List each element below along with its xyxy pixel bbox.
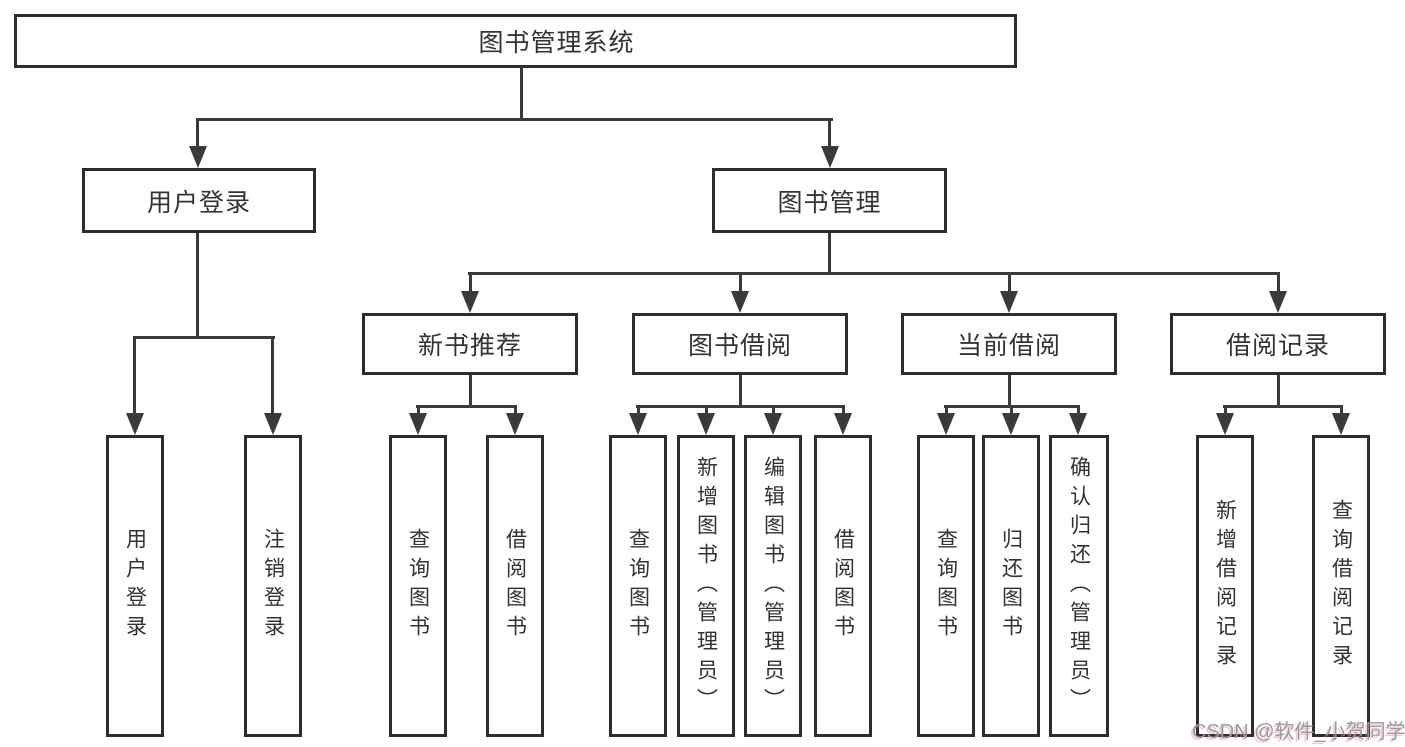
connector-level3-rail	[468, 272, 1280, 275]
connector-stem	[1277, 375, 1280, 405]
connector-drop	[514, 405, 517, 415]
connector-drop	[705, 405, 708, 415]
leaf-add-books-admin: 新增图书（管理员）	[677, 435, 735, 737]
connector-stem	[1008, 375, 1011, 405]
node-label: 查询借阅记录	[1329, 499, 1353, 673]
node-label: 确认归还（管理员）	[1067, 455, 1091, 717]
node-label: 编辑图书（管理员）	[761, 455, 785, 717]
arrowhead-down-icon	[1069, 413, 1087, 435]
arrowhead-down-icon	[506, 413, 524, 435]
node-label: 查询图书	[406, 528, 430, 644]
leaf-query-borrow-record: 查询借阅记录	[1312, 435, 1370, 737]
node-label: 新增借阅记录	[1213, 499, 1237, 673]
connector-rail	[1223, 405, 1343, 408]
node-new-book-recommendation: 新书推荐	[362, 313, 578, 375]
connector-drop	[945, 405, 948, 415]
leaf-return-books: 归还图书	[982, 435, 1040, 737]
node-label: 图书借阅	[687, 332, 792, 360]
node-label: 新书推荐	[417, 332, 522, 360]
arrowhead-down-icon	[1002, 413, 1020, 435]
leaf-confirm-return-admin: 确认归还（管理员）	[1049, 435, 1109, 737]
connector-drop	[1010, 405, 1013, 415]
connector-drop	[1277, 272, 1280, 293]
leaf-query-books-current: 查询图书	[917, 435, 975, 737]
connector-drop	[271, 336, 274, 415]
leaf-query-books-recommend: 查询图书	[389, 435, 447, 737]
connector-drop	[828, 118, 831, 148]
arrowhead-down-icon	[189, 146, 207, 168]
connector-bookmgmt-stem	[828, 233, 831, 272]
connector-level2-rail	[196, 118, 833, 121]
leaf-add-borrow-record: 新增借阅记录	[1196, 435, 1254, 737]
connector-stem	[469, 375, 472, 405]
leaf-user-login: 用户登录	[106, 435, 164, 737]
connector-drop	[1008, 272, 1011, 293]
node-label: 用户登录	[146, 188, 251, 217]
connector-rail	[416, 405, 517, 408]
node-label: 查询图书	[934, 528, 958, 644]
node-label: 新增图书（管理员）	[694, 455, 718, 717]
node-label: 图书管理	[777, 188, 882, 217]
connector-userlogin-rail	[133, 336, 275, 339]
node-library-management-system: 图书管理系统	[14, 14, 1017, 68]
arrowhead-down-icon	[697, 413, 715, 435]
node-label: 借阅图书	[831, 528, 855, 644]
leaf-edit-books-admin: 编辑图书（管理员）	[744, 435, 802, 737]
node-book-borrowing: 图书借阅	[632, 313, 848, 375]
csdn-watermark: CSDN @软件_小贺同学	[1192, 721, 1405, 743]
connector-userlogin-stem	[196, 233, 199, 336]
arrowhead-down-icon	[821, 146, 839, 168]
arrowhead-down-icon	[937, 413, 955, 435]
arrowhead-down-icon	[409, 413, 427, 435]
node-book-management: 图书管理	[712, 168, 947, 233]
leaf-borrow-books-recommend: 借阅图书	[486, 435, 544, 737]
node-user-login-branch: 用户登录	[82, 168, 316, 233]
connector-drop	[196, 118, 199, 148]
arrowhead-down-icon	[731, 291, 749, 313]
node-label: 用户登录	[123, 528, 147, 644]
arrowhead-down-icon	[264, 413, 282, 435]
node-current-borrowing: 当前借阅	[901, 313, 1117, 375]
connector-drop	[1340, 405, 1343, 415]
leaf-borrow-books: 借阅图书	[814, 435, 872, 737]
connector-drop	[1077, 405, 1080, 415]
connector-rail	[636, 405, 845, 408]
leaf-query-books-borrowing: 查询图书	[609, 435, 667, 737]
arrowhead-down-icon	[834, 413, 852, 435]
arrowhead-down-icon	[461, 291, 479, 313]
connector-drop	[133, 336, 136, 415]
arrowhead-down-icon	[1269, 291, 1287, 313]
node-label: 借阅图书	[503, 528, 527, 644]
connector-stem	[739, 375, 742, 405]
connector-drop	[469, 272, 472, 293]
connector-drop	[842, 405, 845, 415]
node-label: 归还图书	[999, 528, 1023, 644]
node-label: 借阅记录	[1225, 332, 1330, 360]
connector-drop	[417, 405, 420, 415]
connector-drop	[637, 405, 640, 415]
connector-drop	[772, 405, 775, 415]
arrowhead-down-icon	[1332, 413, 1350, 435]
node-label: 当前借阅	[956, 332, 1061, 360]
leaf-logout: 注销登录	[244, 435, 302, 737]
arrowhead-down-icon	[1000, 291, 1018, 313]
connector-drop	[1224, 405, 1227, 415]
connector-drop	[739, 272, 742, 293]
node-borrowing-records: 借阅记录	[1170, 313, 1386, 375]
connector-root-stem	[520, 67, 523, 120]
arrowhead-down-icon	[126, 413, 144, 435]
arrowhead-down-icon	[764, 413, 782, 435]
arrowhead-down-icon	[629, 413, 647, 435]
arrowhead-down-icon	[1216, 413, 1234, 435]
node-label: 图书管理系统	[478, 29, 635, 57]
node-label: 注销登录	[261, 528, 285, 644]
node-label: 查询图书	[626, 528, 650, 644]
